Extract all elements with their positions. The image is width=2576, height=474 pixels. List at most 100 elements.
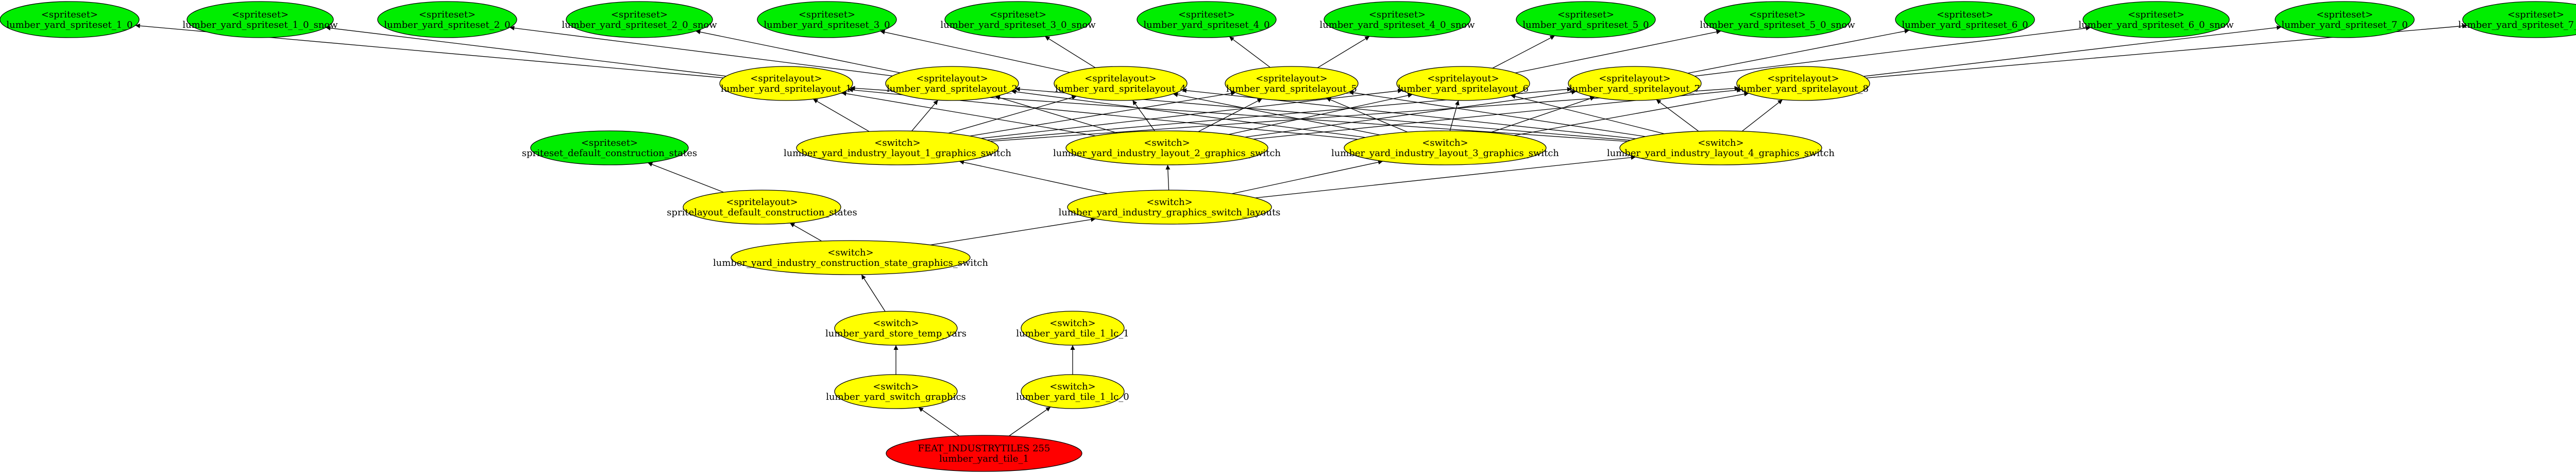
node-name-label: spriteset_default_construction_states [522, 148, 697, 159]
graph-node-t0: <switch>lumber_yard_tile_1_lc_0 [1016, 374, 1129, 409]
node-type-label: <switch> [1422, 138, 1468, 148]
node-type-label: <spriteset> [1937, 9, 1993, 20]
node-name-label: lumber_yard_spriteset_6_0_snow [2078, 20, 2234, 30]
edge-l7-to-s6s [1694, 26, 2091, 77]
node-type-label: <switch> [874, 138, 920, 148]
node-type-label: <switch> [827, 247, 873, 258]
node-type-label: <spriteset> [581, 138, 638, 148]
node-type-label: <spritelayout> [726, 197, 798, 208]
node-name-label: lumber_yard_spritelayout_5 [1226, 83, 1357, 94]
node-ellipse [1736, 66, 1870, 101]
edge-g3-to-l6 [1449, 100, 1460, 131]
node-type-label: FEAT_INDUSTRYTILES 255 [918, 443, 1050, 454]
graph-node-csg: <switch>lumber_yard_industry_constructio… [713, 240, 988, 275]
node-ellipse [719, 66, 853, 101]
graph-node-s2: <spriteset>lumber_yard_spriteset_2_0 [377, 1, 517, 38]
node-name-label: lumber_yard_spritelayout_1 [721, 83, 852, 94]
node-type-label: <spriteset> [990, 9, 1046, 20]
node-ellipse [886, 435, 1082, 472]
node-name-label: lumber_yard_industry_layout_4_graphics_s… [1607, 148, 1835, 159]
graph-node-s5s: <spriteset>lumber_yard_spriteset_5_0_sno… [1700, 1, 1855, 38]
node-ellipse [1568, 66, 1702, 101]
edge-l5-to-s4 [1229, 36, 1270, 68]
node-name-label: lumber_yard_spritelayout_7 [1569, 83, 1700, 94]
edge-csg-to-gsl [930, 217, 1096, 246]
edge-l5-to-s4s [1317, 36, 1370, 69]
node-ellipse [1067, 190, 1272, 225]
node-ellipse [2082, 1, 2230, 38]
edge-l6-to-s5 [1492, 35, 1555, 69]
node-type-label: <spriteset> [611, 9, 668, 20]
graph-node-s1s: <spriteset>lumber_yard_spriteset_1_0_sno… [182, 1, 338, 38]
node-name-label: lumber_yard_spritelayout_2 [887, 83, 1018, 94]
node-type-label: <spritelayout> [750, 73, 822, 84]
node-name-label: lumber_yard_tile_1_lc_0 [1016, 392, 1129, 402]
node-name-label: lumber_yard_spriteset_1_0_snow [182, 20, 338, 30]
node-ellipse [1324, 1, 1471, 38]
node-ellipse [377, 1, 517, 38]
node-ellipse [1021, 311, 1125, 346]
graph-node-l6: <spritelayout>lumber_yard_spritelayout_6 [1396, 66, 1530, 101]
edge-stv-to-csg [861, 274, 886, 312]
node-type-label: <spriteset> [2128, 9, 2184, 20]
node-name-label: lumber_yard_spriteset_3_0 [764, 20, 890, 30]
node-type-label: <switch> [873, 381, 919, 392]
graph-node-l4: <spritelayout>lumber_yard_spritelayout_4 [1054, 66, 1188, 101]
node-name-label: lumber_yard_spritelayout_4 [1055, 83, 1186, 94]
edge-g3-to-l8 [1514, 92, 1749, 136]
graph-node-l5: <spritelayout>lumber_yard_spritelayout_5 [1225, 66, 1359, 101]
graph-node-ldc: <spritelayout>spritelayout_default_const… [667, 190, 857, 225]
node-name-label: lumber_yard_store_temp_vars [825, 328, 967, 339]
node-ellipse [757, 1, 897, 38]
graph-node-t1: <switch>lumber_yard_tile_1_lc_1 [1016, 311, 1129, 346]
node-type-label: <switch> [1049, 318, 1095, 329]
node-ellipse [1065, 130, 1268, 165]
node-name-label: lumber_yard_industry_graphics_switch_lay… [1059, 207, 1281, 218]
graph-node-s6: <spriteset>lumber_yard_spriteset_6_0 [1895, 1, 2035, 38]
node-name-label: lumber_yard_spriteset_7_0_snow [2458, 20, 2576, 30]
node-name-label: lumber_yard_spritelayout_6 [1398, 83, 1529, 94]
node-type-label: <spriteset> [419, 9, 476, 20]
node-name-label: lumber_yard_spritelayout_8 [1738, 83, 1869, 94]
edge-l2-to-s2 [510, 26, 893, 77]
node-name-label: lumber_yard_tile_1_lc_1 [1016, 328, 1129, 339]
edge-g2-to-l4 [1132, 100, 1155, 131]
node-ellipse [885, 66, 1019, 101]
edge-g3-to-l5 [1326, 97, 1408, 132]
node-type-label: <switch> [1146, 197, 1192, 208]
node-ellipse [731, 240, 971, 275]
node-ellipse [683, 190, 841, 225]
graph-node-l7: <spritelayout>lumber_yard_spritelayout_7 [1568, 66, 1702, 101]
node-type-label: <spritelayout> [1084, 73, 1157, 84]
node-type-label: <spritelayout> [1599, 73, 1671, 84]
node-ellipse [796, 130, 999, 165]
node-ellipse [944, 1, 1092, 38]
graph-node-g2: <switch>lumber_yard_industry_layout_2_gr… [1053, 130, 1281, 165]
node-ellipse [1516, 1, 1656, 38]
edge-g4-to-l5 [1349, 90, 1646, 137]
node-type-label: <spriteset> [1557, 9, 1614, 20]
node-type-label: <spritelayout> [1767, 73, 1839, 84]
node-ellipse [834, 311, 958, 346]
node-name-label: lumber_yard_industry_layout_1_graphics_s… [784, 148, 1011, 159]
node-ellipse [1895, 1, 2035, 38]
edge-l4-to-s3s [1044, 36, 1096, 69]
edge-root-to-t0 [1009, 407, 1051, 436]
node-ellipse [1619, 130, 1822, 165]
graph-node-stv: <switch>lumber_yard_store_temp_vars [825, 311, 967, 346]
node-name-label: lumber_yard_spriteset_5_0 [1522, 20, 1649, 30]
node-type-label: <spriteset> [2316, 9, 2373, 20]
node-type-label: <spritelayout> [1427, 73, 1499, 84]
graph-node-sg: <switch>lumber_yard_switch_graphics [826, 374, 966, 409]
node-name-label: lumber_yard_spriteset_4_0_snow [1319, 20, 1475, 30]
graph-node-gsl: <switch>lumber_yard_industry_graphics_sw… [1059, 190, 1281, 225]
node-type-label: <spriteset> [1369, 9, 1426, 20]
graph-node-sdc: <spriteset>spriteset_default_constructio… [522, 130, 697, 165]
node-type-label: <switch> [1144, 138, 1190, 148]
graph-node-s3s: <spriteset>lumber_yard_spriteset_3_0_sno… [940, 1, 1096, 38]
node-type-label: <spriteset> [1749, 9, 1806, 20]
edge-l1-to-s1s [326, 26, 726, 77]
node-ellipse [834, 374, 958, 409]
